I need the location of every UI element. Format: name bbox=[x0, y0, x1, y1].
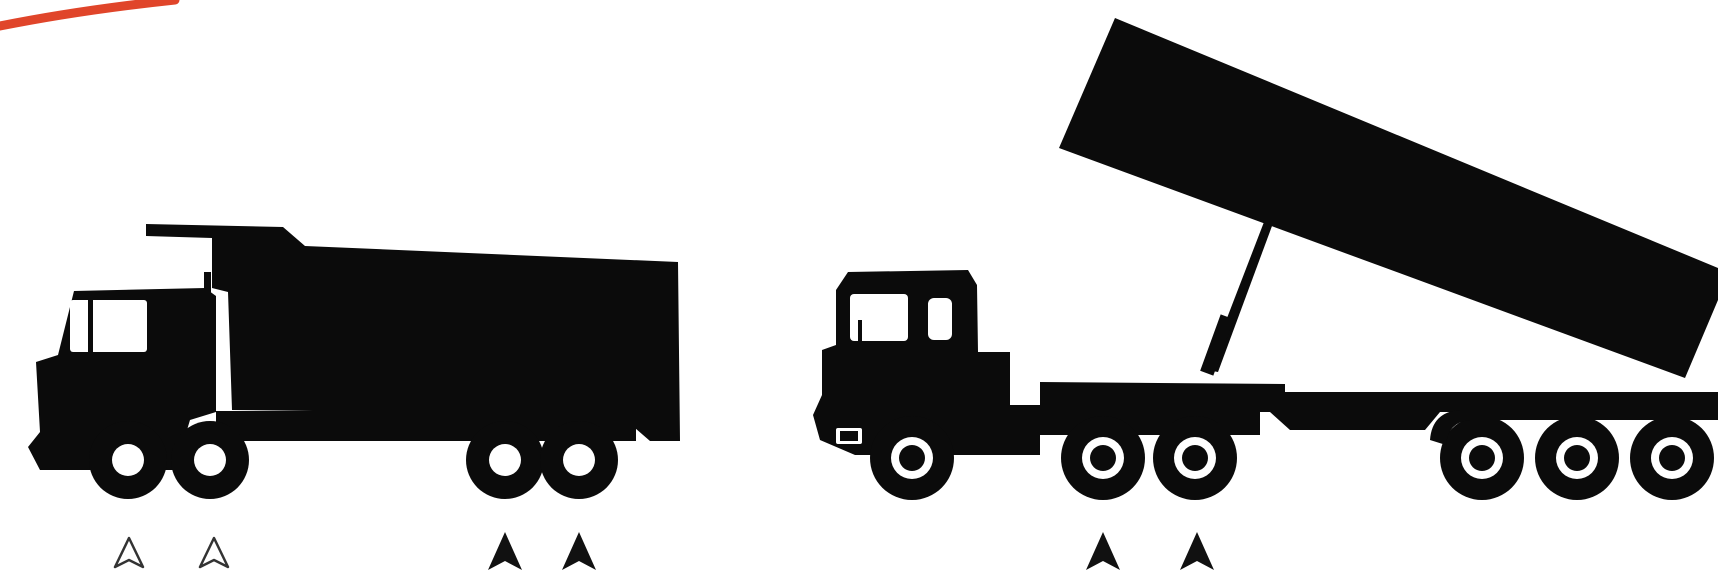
dump-body bbox=[146, 224, 680, 441]
axle-marker-outline bbox=[200, 538, 228, 567]
wheel bbox=[1153, 416, 1237, 500]
axle-marker-filled bbox=[1086, 532, 1120, 570]
raised-tipper-body bbox=[1059, 18, 1718, 378]
wheel bbox=[1630, 416, 1714, 500]
wheel bbox=[89, 421, 167, 499]
wheel bbox=[1440, 416, 1524, 500]
wheel bbox=[171, 421, 249, 499]
axle-marker-filled bbox=[562, 532, 596, 570]
cab-window bbox=[928, 298, 952, 340]
red-accent-line bbox=[0, 0, 175, 26]
exhaust-stack bbox=[204, 272, 211, 294]
axle-marker-outline bbox=[115, 538, 143, 567]
cab-window bbox=[70, 300, 147, 352]
wheel bbox=[870, 416, 954, 500]
wheel bbox=[1535, 416, 1619, 500]
tipper-semi-trailer bbox=[813, 18, 1718, 500]
axle-marker-filled bbox=[1180, 532, 1214, 570]
wheel bbox=[1061, 416, 1145, 500]
rigid-dump-truck bbox=[28, 224, 680, 499]
wheel bbox=[540, 421, 618, 499]
wheel bbox=[466, 421, 544, 499]
axle-marker-filled bbox=[488, 532, 522, 570]
